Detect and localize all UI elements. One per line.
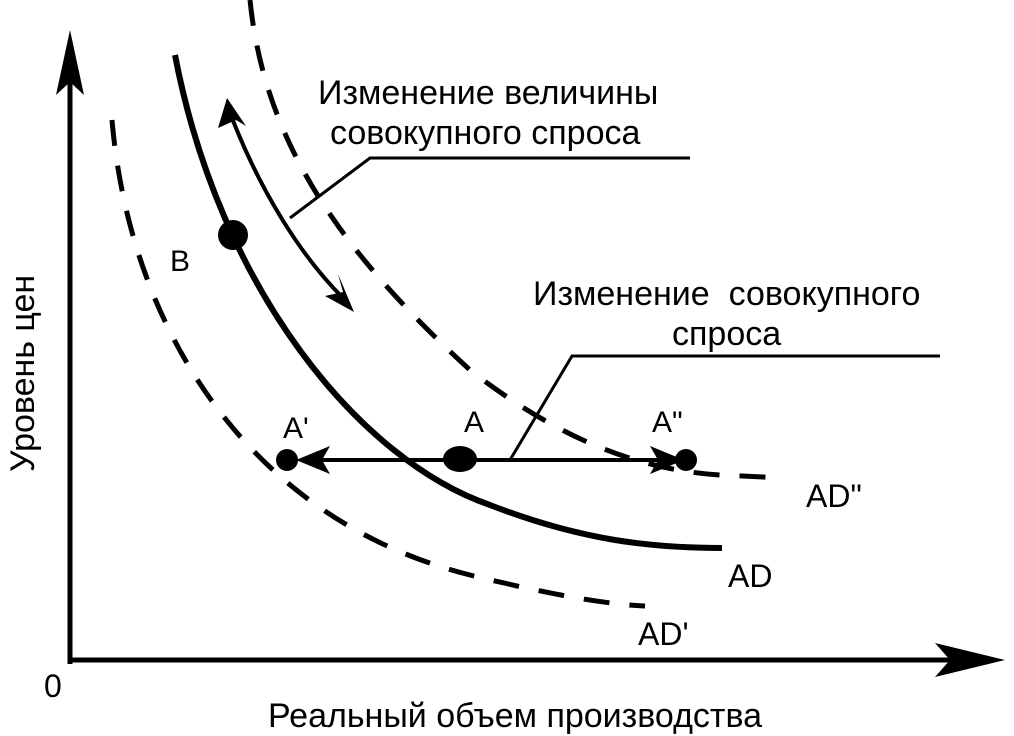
- curve-ad-label: AD: [728, 558, 772, 594]
- annotation-demand-change-line1: Изменение совокупного: [533, 275, 920, 313]
- quantity-change-pointer: [289, 156, 690, 220]
- annotation-quantity-change-line1: Изменение величины: [318, 74, 658, 112]
- demand-change-pointer: [508, 354, 940, 461]
- movement-down-arrowhead-icon: [325, 274, 354, 312]
- curve-ad-prime: [109, 119, 646, 609]
- movement-up-arrowhead-icon: [218, 98, 246, 128]
- curve-ad-prime-label: AD': [638, 616, 689, 652]
- shift-right-arrowhead-icon: [650, 446, 684, 474]
- point-a-label: A: [464, 406, 484, 439]
- origin-label: 0: [44, 668, 62, 704]
- point-a-prime-label: A': [283, 412, 309, 445]
- x-axis-arrow-icon: [935, 643, 1005, 677]
- y-axis-label: Уровень цен: [4, 275, 42, 472]
- x-axis-label: Реальный объем производства: [268, 697, 762, 735]
- point-a-marker: [443, 446, 477, 472]
- point-b-marker: [218, 220, 248, 250]
- annotation-quantity-change-line2: совокупного спроса: [330, 114, 640, 152]
- y-axis-arrow-icon: [56, 30, 84, 95]
- shift-left-arrowhead-icon: [296, 446, 330, 474]
- point-a-double-prime-label: A": [652, 406, 683, 439]
- point-a-double-prime-marker: [675, 449, 697, 471]
- annotation-demand-change-line2: спроса: [672, 315, 781, 353]
- movement-along-curve-arrow: [230, 117, 345, 300]
- point-a-prime-marker: [276, 449, 298, 471]
- point-b-label: B: [170, 245, 190, 278]
- curve-ad-double-prime: [247, 0, 786, 481]
- curve-ad-double-prime-label: AD": [806, 478, 862, 514]
